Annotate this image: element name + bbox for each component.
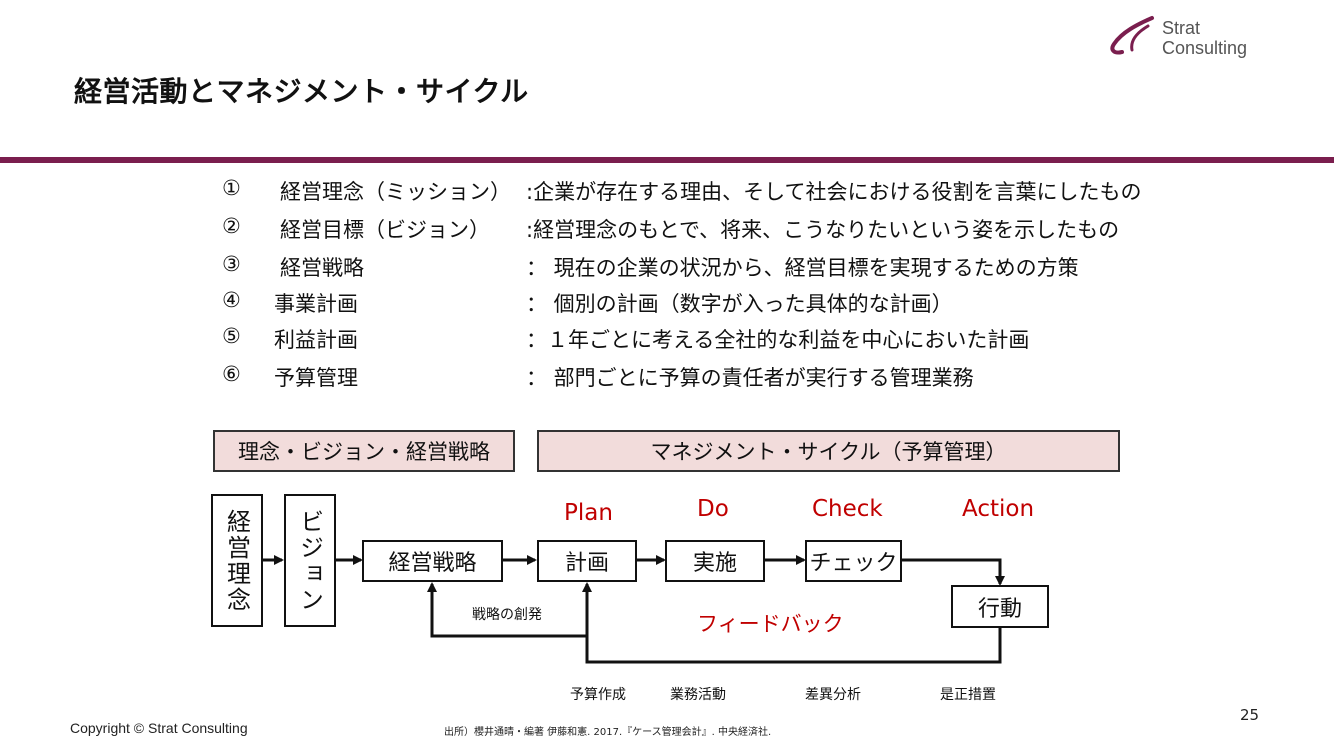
definition-term: 予算管理 bbox=[274, 366, 358, 390]
node-management-philosophy: 経営理念 bbox=[211, 494, 263, 627]
definition-description: ： 個別の計画（数字が入った具体的な計画） bbox=[526, 292, 953, 316]
node-action: 行動 bbox=[951, 585, 1049, 628]
node-do: 実施 bbox=[665, 540, 765, 582]
definition-number: ② bbox=[222, 214, 241, 238]
page-number: 25 bbox=[1240, 706, 1260, 724]
label-check: Check bbox=[812, 496, 883, 522]
strat-consulting-logo: Strat Consulting bbox=[1108, 14, 1278, 62]
header-management-cycle: マネジメント・サイクル（予算管理） bbox=[537, 430, 1120, 472]
label-plan: Plan bbox=[564, 500, 613, 526]
definition-number: ① bbox=[222, 176, 241, 200]
label-feedback: フィードバック bbox=[697, 612, 844, 636]
definition-number: ③ bbox=[222, 252, 241, 276]
header-philosophy-vision-strategy: 理念・ビジョン・経営戦略 bbox=[213, 430, 515, 472]
label-corrective-action: 是正措置 bbox=[940, 687, 996, 703]
definition-term: 経営戦略 bbox=[280, 256, 364, 280]
title-divider bbox=[0, 157, 1334, 163]
definition-description: :企業が存在する理由、そして社会における役割を言葉にしたもの bbox=[526, 180, 1142, 204]
logo-swoosh-icon bbox=[1110, 16, 1154, 55]
arrow-strategy-emergence bbox=[427, 582, 587, 638]
logo-line2: Consulting bbox=[1162, 38, 1248, 58]
definition-term: 事業計画 bbox=[274, 292, 358, 316]
node-check: チェック bbox=[805, 540, 902, 582]
label-action: Action bbox=[962, 496, 1035, 522]
definition-term: 経営理念（ミッション） bbox=[280, 180, 511, 204]
label-do: Do bbox=[697, 496, 729, 522]
arrow-feedback-loop bbox=[582, 582, 1002, 664]
definition-number: ⑤ bbox=[222, 324, 241, 348]
definition-description: ： 現在の企業の状況から、経営目標を実現するための方策 bbox=[526, 256, 1079, 280]
slide-title: 経営活動とマネジメント・サイクル bbox=[74, 75, 529, 108]
definition-term: 利益計画 bbox=[274, 328, 358, 352]
label-strategy-emergence: 戦略の創発 bbox=[472, 607, 542, 623]
definition-number: ④ bbox=[222, 288, 241, 312]
definition-number: ⑥ bbox=[222, 362, 241, 386]
definition-description: :経営理念のもとで、将来、こうなりたいという姿を示したもの bbox=[526, 218, 1120, 242]
arrow-check-to-action bbox=[902, 558, 1005, 586]
node-vision: ビジョン bbox=[284, 494, 336, 627]
footer-copyright: Copyright © Strat Consulting bbox=[70, 720, 248, 736]
node-plan: 計画 bbox=[537, 540, 637, 582]
label-business-activity: 業務活動 bbox=[670, 687, 726, 703]
label-variance-analysis: 差異分析 bbox=[805, 687, 861, 703]
definition-description: ：１年ごとに考える全社的な利益を中心においた計画 bbox=[526, 328, 1030, 352]
logo-line1: Strat bbox=[1162, 18, 1201, 38]
node-management-strategy: 経営戦略 bbox=[362, 540, 503, 582]
definition-description: ： 部門ごとに予算の責任者が実行する管理業務 bbox=[526, 366, 974, 390]
definition-term: 経営目標（ビジョン） bbox=[280, 218, 490, 242]
footer-source: 出所）櫻井通晴・編著 伊藤和憲. 2017.『ケース管理会計』. 中央経済社. bbox=[444, 727, 772, 738]
label-budget-preparation: 予算作成 bbox=[570, 687, 626, 703]
